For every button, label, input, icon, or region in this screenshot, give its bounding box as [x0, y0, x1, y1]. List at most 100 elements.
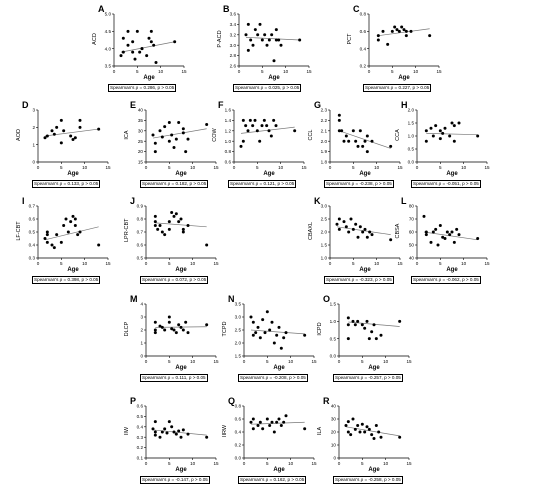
- data-point: [424, 139, 428, 143]
- data-point: [398, 319, 402, 323]
- data-point: [370, 139, 374, 143]
- x-tick-label: 15: [311, 359, 317, 364]
- data-point: [374, 337, 378, 341]
- y-axis-label: ICA: [124, 130, 130, 140]
- data-point: [59, 118, 63, 122]
- x-tick-label: 0: [416, 165, 419, 170]
- data-point: [448, 134, 452, 138]
- y-tick-label: 3: [140, 315, 143, 320]
- data-point: [397, 29, 401, 33]
- spearman-stat: Spearman's ρ = -0.147, p > 0.05: [140, 476, 210, 484]
- data-point: [174, 432, 178, 436]
- data-point: [346, 323, 350, 327]
- data-point: [450, 230, 454, 234]
- data-point: [260, 124, 264, 128]
- data-point: [73, 224, 77, 227]
- y-tick-label: 3.2: [230, 32, 237, 37]
- panel-letter: R: [323, 396, 330, 406]
- data-point: [370, 433, 374, 437]
- data-point: [279, 43, 283, 47]
- data-point: [272, 430, 276, 434]
- y-tick-label: 70: [409, 217, 415, 222]
- x-tick-label: 10: [461, 261, 467, 266]
- data-point: [431, 230, 435, 234]
- data-point: [251, 43, 255, 47]
- y-tick-label: 2.8: [230, 53, 237, 58]
- data-point: [254, 331, 258, 335]
- data-point: [253, 118, 257, 122]
- x-tick-label: 10: [461, 165, 467, 170]
- data-point: [181, 127, 185, 131]
- y-tick-label: 0.4: [360, 46, 367, 51]
- x-tick-label: 5: [352, 261, 355, 266]
- data-point: [205, 243, 209, 247]
- y-tick-label: 2: [140, 328, 143, 333]
- x-tick-label: 0: [145, 165, 148, 170]
- x-tick-label: 15: [436, 69, 442, 74]
- data-point: [69, 134, 73, 138]
- data-point: [160, 230, 164, 234]
- data-point: [344, 134, 348, 138]
- data-point: [147, 36, 151, 40]
- data-point: [270, 33, 274, 37]
- panel-letter: E: [130, 100, 137, 110]
- y-tick-label: 0.0: [408, 160, 415, 165]
- data-point: [379, 333, 383, 337]
- spearman-stat: Spearman's ρ = 0.182, p > 0.05: [140, 180, 209, 188]
- data-point: [170, 327, 174, 331]
- regression-line: [44, 226, 99, 241]
- x-axis-label: Age: [67, 267, 79, 273]
- data-point: [337, 217, 341, 221]
- data-point: [365, 319, 369, 323]
- y-axis-label: COW: [212, 128, 218, 142]
- x-tick-label: 0: [416, 261, 419, 266]
- data-point: [365, 235, 369, 239]
- data-point: [270, 420, 274, 424]
- panel-letter: M: [130, 294, 138, 304]
- axes: [145, 206, 216, 259]
- data-point: [356, 235, 360, 239]
- y-tick-label: 1.4: [225, 118, 232, 123]
- data-point: [429, 126, 433, 130]
- y-tick-label: 3.0: [235, 315, 242, 320]
- data-point: [249, 420, 253, 424]
- x-axis-label: Age: [446, 171, 458, 177]
- data-point: [251, 427, 255, 431]
- x-tick-label: 10: [383, 359, 389, 364]
- data-point: [174, 137, 178, 141]
- y-tick-label: 35: [138, 118, 144, 123]
- data-point: [441, 131, 445, 135]
- y-tick-label: 0.6: [29, 217, 36, 222]
- data-point: [370, 233, 374, 237]
- y-tick-label: 0: [140, 354, 143, 359]
- x-tick-label: 5: [352, 165, 355, 170]
- y-tick-label: 0.2: [235, 443, 242, 448]
- data-point: [279, 424, 283, 427]
- data-point: [205, 123, 209, 127]
- data-point: [149, 40, 153, 44]
- data-point: [167, 320, 171, 324]
- data-point: [167, 315, 171, 319]
- x-tick-label: 0: [243, 461, 246, 466]
- data-point: [153, 420, 157, 424]
- data-point: [269, 134, 273, 138]
- x-tick-label: 0: [338, 359, 341, 364]
- data-point: [360, 422, 364, 426]
- y-tick-label: 0.6: [137, 243, 144, 248]
- data-point: [346, 420, 350, 424]
- data-point: [360, 323, 364, 327]
- panel-letter: G: [314, 100, 322, 110]
- data-point: [239, 144, 243, 148]
- y-axis-label: AOD: [16, 129, 22, 141]
- data-point: [476, 237, 480, 240]
- data-point: [386, 42, 390, 46]
- x-tick-label: 5: [361, 461, 364, 466]
- data-point: [126, 29, 130, 33]
- data-point: [163, 427, 167, 431]
- data-point: [246, 48, 250, 52]
